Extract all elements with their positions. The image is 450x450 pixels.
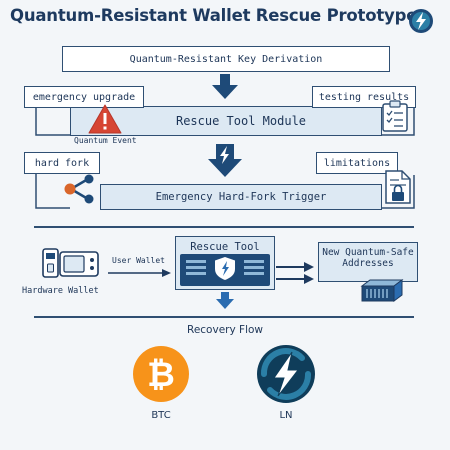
arrow-down-icon	[212, 74, 238, 99]
rescue-tool-title: Rescue Tool	[190, 241, 260, 253]
arrow-right-icon	[108, 269, 171, 277]
quantum-event-label: Quantum Event	[74, 136, 137, 145]
lightning-network-icon	[257, 345, 315, 403]
warning-triangle-icon	[88, 104, 122, 134]
btc-label: BTC	[151, 410, 171, 421]
bitcoin-coin-icon: ₿	[133, 346, 189, 402]
emergency-upgrade-tag: emergency upgrade	[24, 86, 144, 108]
section-divider	[34, 316, 414, 318]
server-rack-icon	[360, 279, 404, 302]
svg-text:₿: ₿	[147, 355, 175, 395]
rescue-tool-module-bar: Rescue Tool Module	[70, 106, 382, 136]
user-wallet-label: User Wallet	[112, 256, 165, 265]
hardware-wallet-label: Hardware Wallet	[22, 286, 99, 296]
share-node-icon	[64, 174, 94, 204]
double-arrow-right-icon	[276, 262, 314, 284]
lightning-badge-icon	[409, 9, 433, 33]
hard-fork-tag: hard fork	[24, 152, 100, 174]
recovery-flow-label: Recovery Flow	[187, 324, 263, 336]
document-lock-icon	[385, 170, 411, 204]
arrow-down-icon	[216, 292, 234, 309]
page-title: Quantum-Resistant Wallet Rescue Prototyp…	[10, 6, 418, 25]
hardfork-trigger-bar: Emergency Hard-Fork Trigger	[100, 184, 382, 210]
new-addresses-box: New Quantum-Safe Addresses	[318, 242, 418, 282]
hardware-wallet-icon	[42, 248, 99, 278]
ln-label: LN	[279, 410, 293, 421]
server-panel-icon	[180, 254, 270, 286]
limitations-tag: limitations	[316, 152, 398, 174]
key-derivation-box: Quantum-Resistant Key Derivation	[62, 46, 390, 72]
clipboard-checklist-icon	[382, 100, 408, 132]
section-divider	[34, 226, 414, 228]
lightning-arrow-icon	[208, 144, 242, 177]
